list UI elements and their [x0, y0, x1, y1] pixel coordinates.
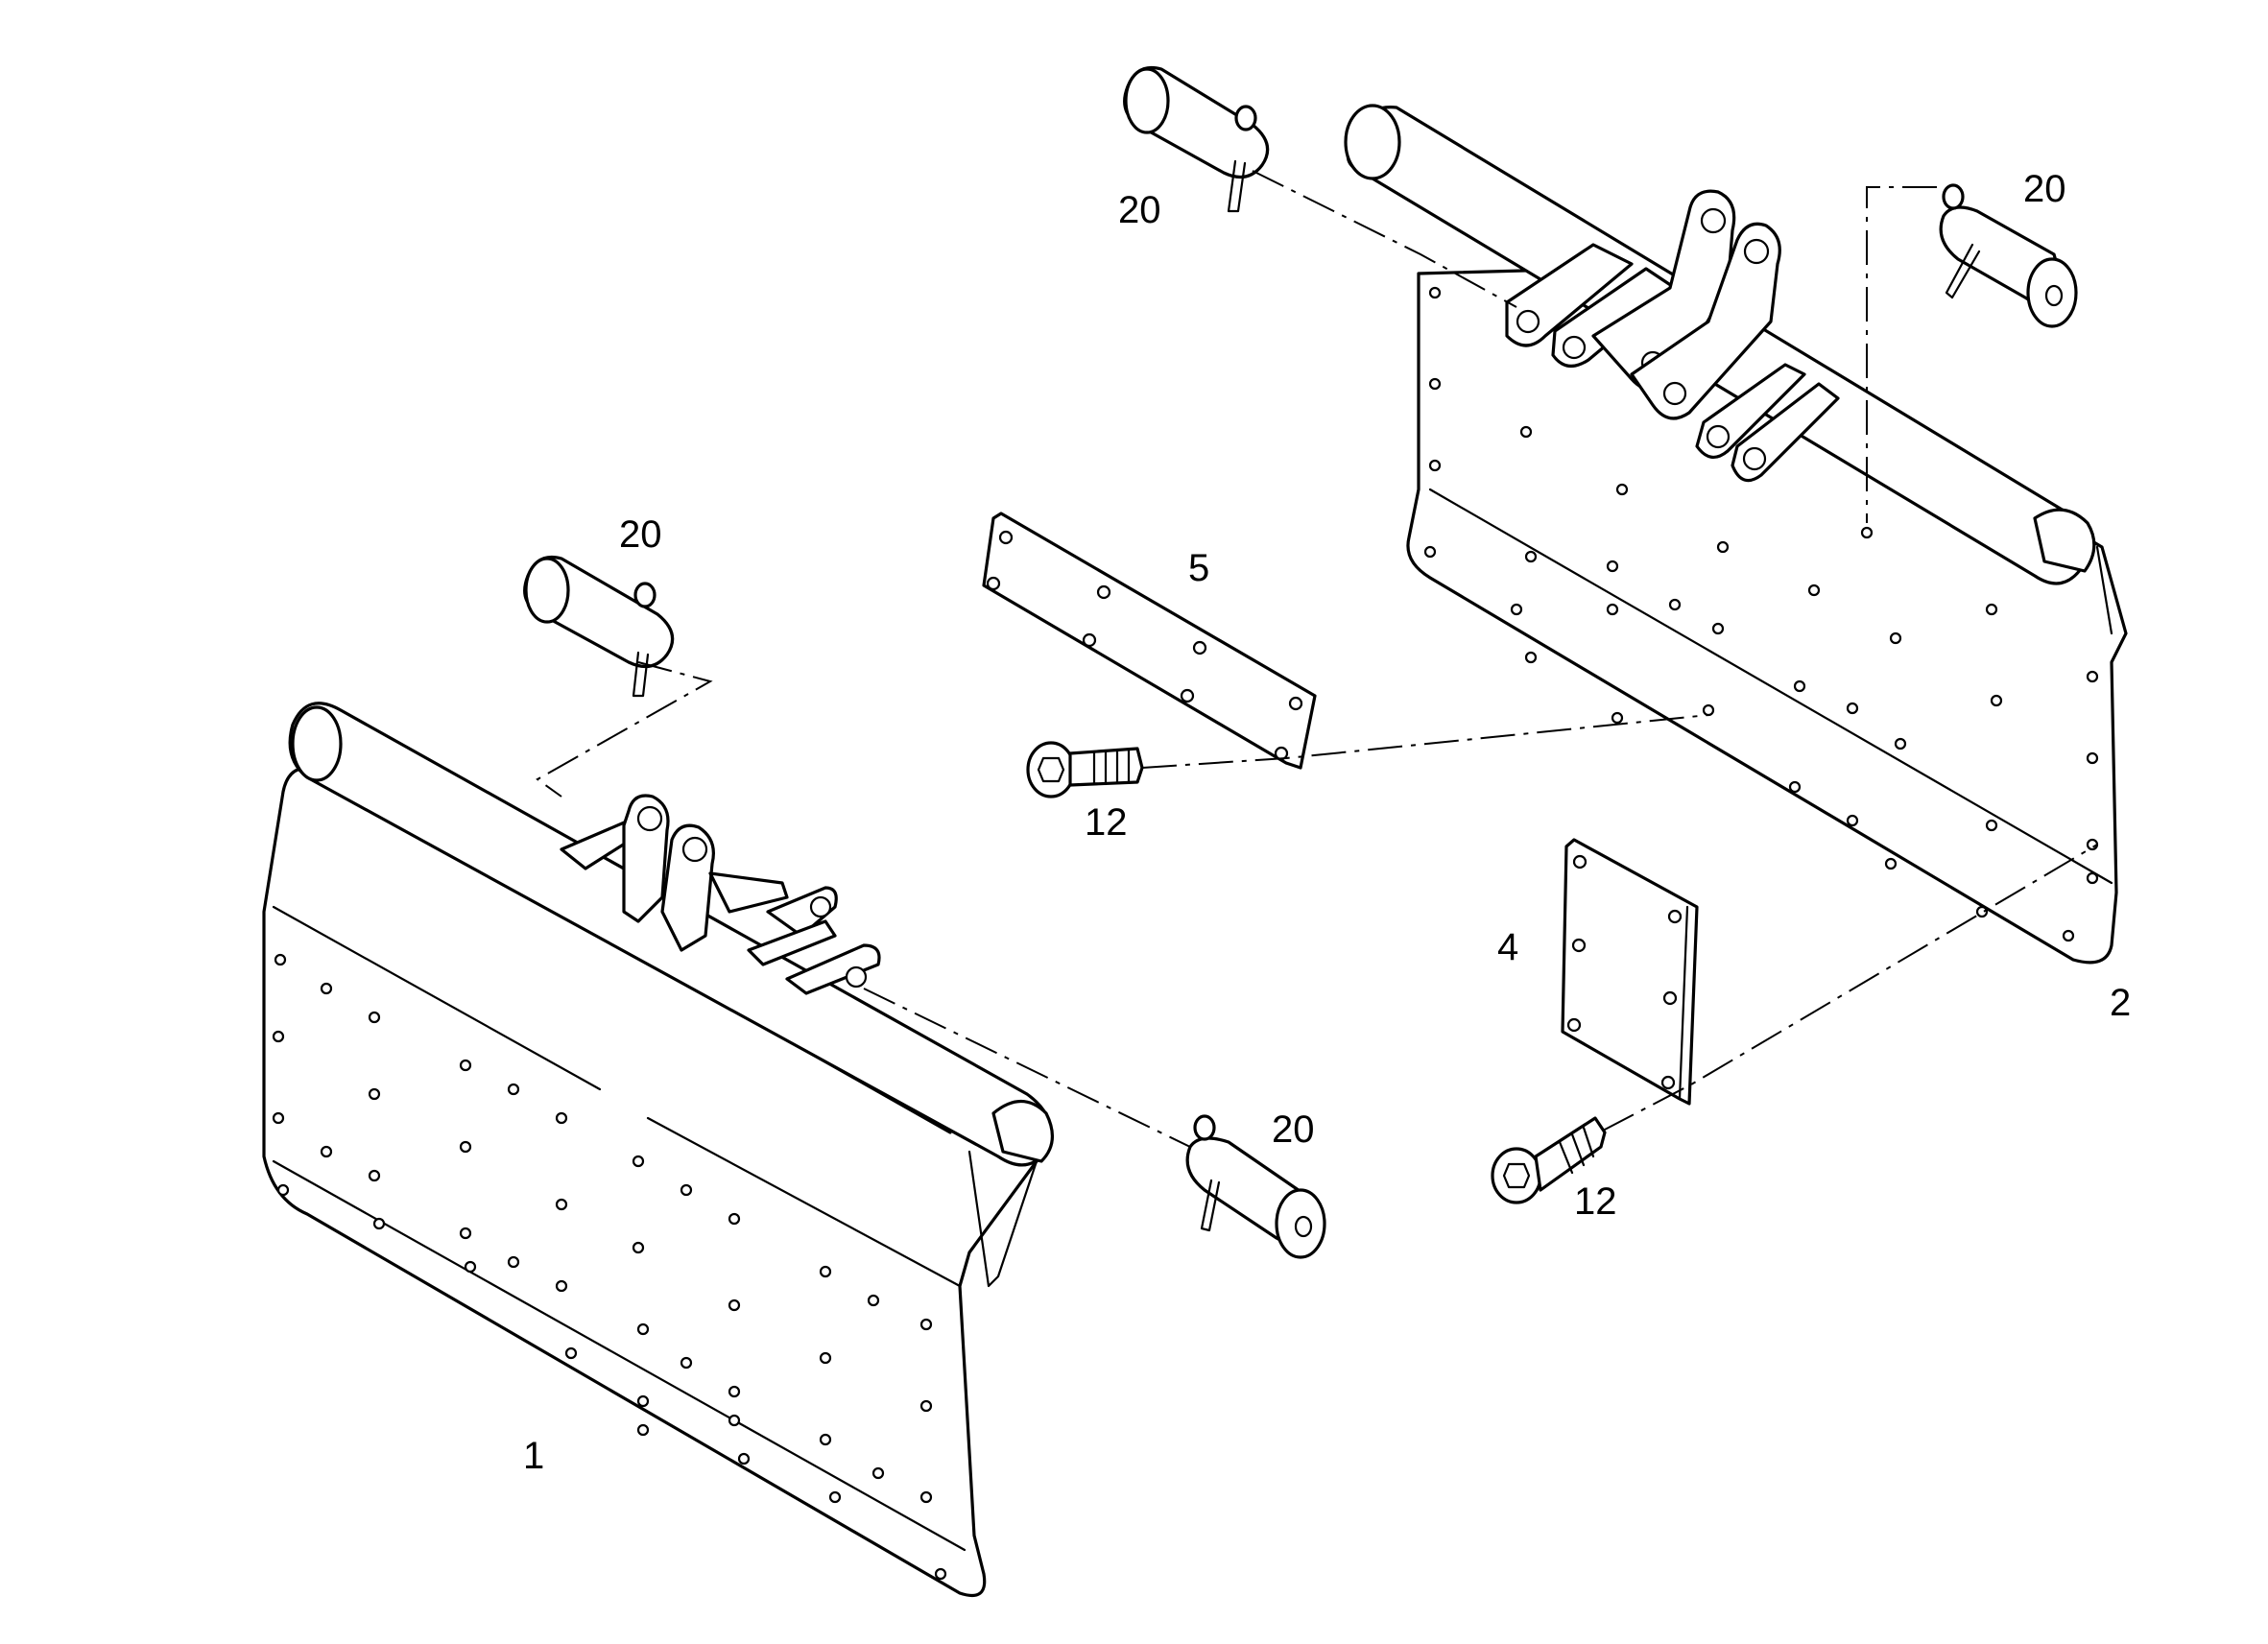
callout-screw-center: 12: [1085, 801, 1128, 844]
plate-2-roller-end-right: [2033, 508, 2096, 573]
plate-2-assembly: [1344, 104, 2128, 965]
pin-20-bottom-center: [1185, 1114, 1326, 1259]
plate-1-roller-end-right: [991, 1100, 1054, 1163]
screw-12-bottom: [1491, 1116, 1607, 1204]
callout-pin-top-right: 20: [2023, 168, 2066, 210]
plate-4: [1561, 838, 1699, 1106]
callout-plate-small: 4: [1497, 926, 1518, 968]
plate-1-lower-line: [272, 1159, 967, 1552]
plate-1-holes: [272, 953, 947, 1581]
callout-pin-left: 20: [619, 513, 662, 556]
plate-1-lugs: [560, 794, 881, 995]
plate-2-body: [1406, 267, 2128, 965]
callout-strip: 5: [1188, 547, 1209, 589]
callout-labels: 20 20 20 20 5 12 12 4 1 2: [523, 168, 2131, 1477]
callout-plate-left: 1: [523, 1435, 544, 1477]
callout-screw-bottom-right: 12: [1574, 1180, 1617, 1223]
pin-20-left: [523, 555, 675, 698]
plate-4-body: [1561, 838, 1699, 1106]
plate-1-bend-line: [272, 905, 602, 1091]
strip-5-body: [982, 512, 1317, 770]
callout-plate-right: 2: [2110, 982, 2131, 1024]
pin-20-top-center: [1123, 65, 1270, 213]
strip-5: [982, 512, 1317, 770]
plate-1-flange: [967, 1150, 1039, 1288]
plate-2-holes: [1423, 286, 2099, 942]
plate-2-bend-line: [1428, 488, 2113, 885]
leader-lines: [536, 170, 2098, 1148]
callout-pin-bottom-center: 20: [1272, 1108, 1315, 1151]
plate-1-bend-line-b: [646, 1116, 962, 1288]
plate-2-lugs: [1505, 189, 1840, 483]
pin-20-top-right: [1939, 183, 2078, 328]
plate-1-assembly: [262, 702, 1054, 1598]
plate-2-edge: [2095, 545, 2113, 635]
plate-2-roller-end-left: [1344, 104, 1401, 180]
callout-pin-top-center: 20: [1118, 189, 1161, 231]
screw-12-center: [1026, 741, 1144, 798]
plate-1-roller-end-left: [291, 705, 343, 782]
